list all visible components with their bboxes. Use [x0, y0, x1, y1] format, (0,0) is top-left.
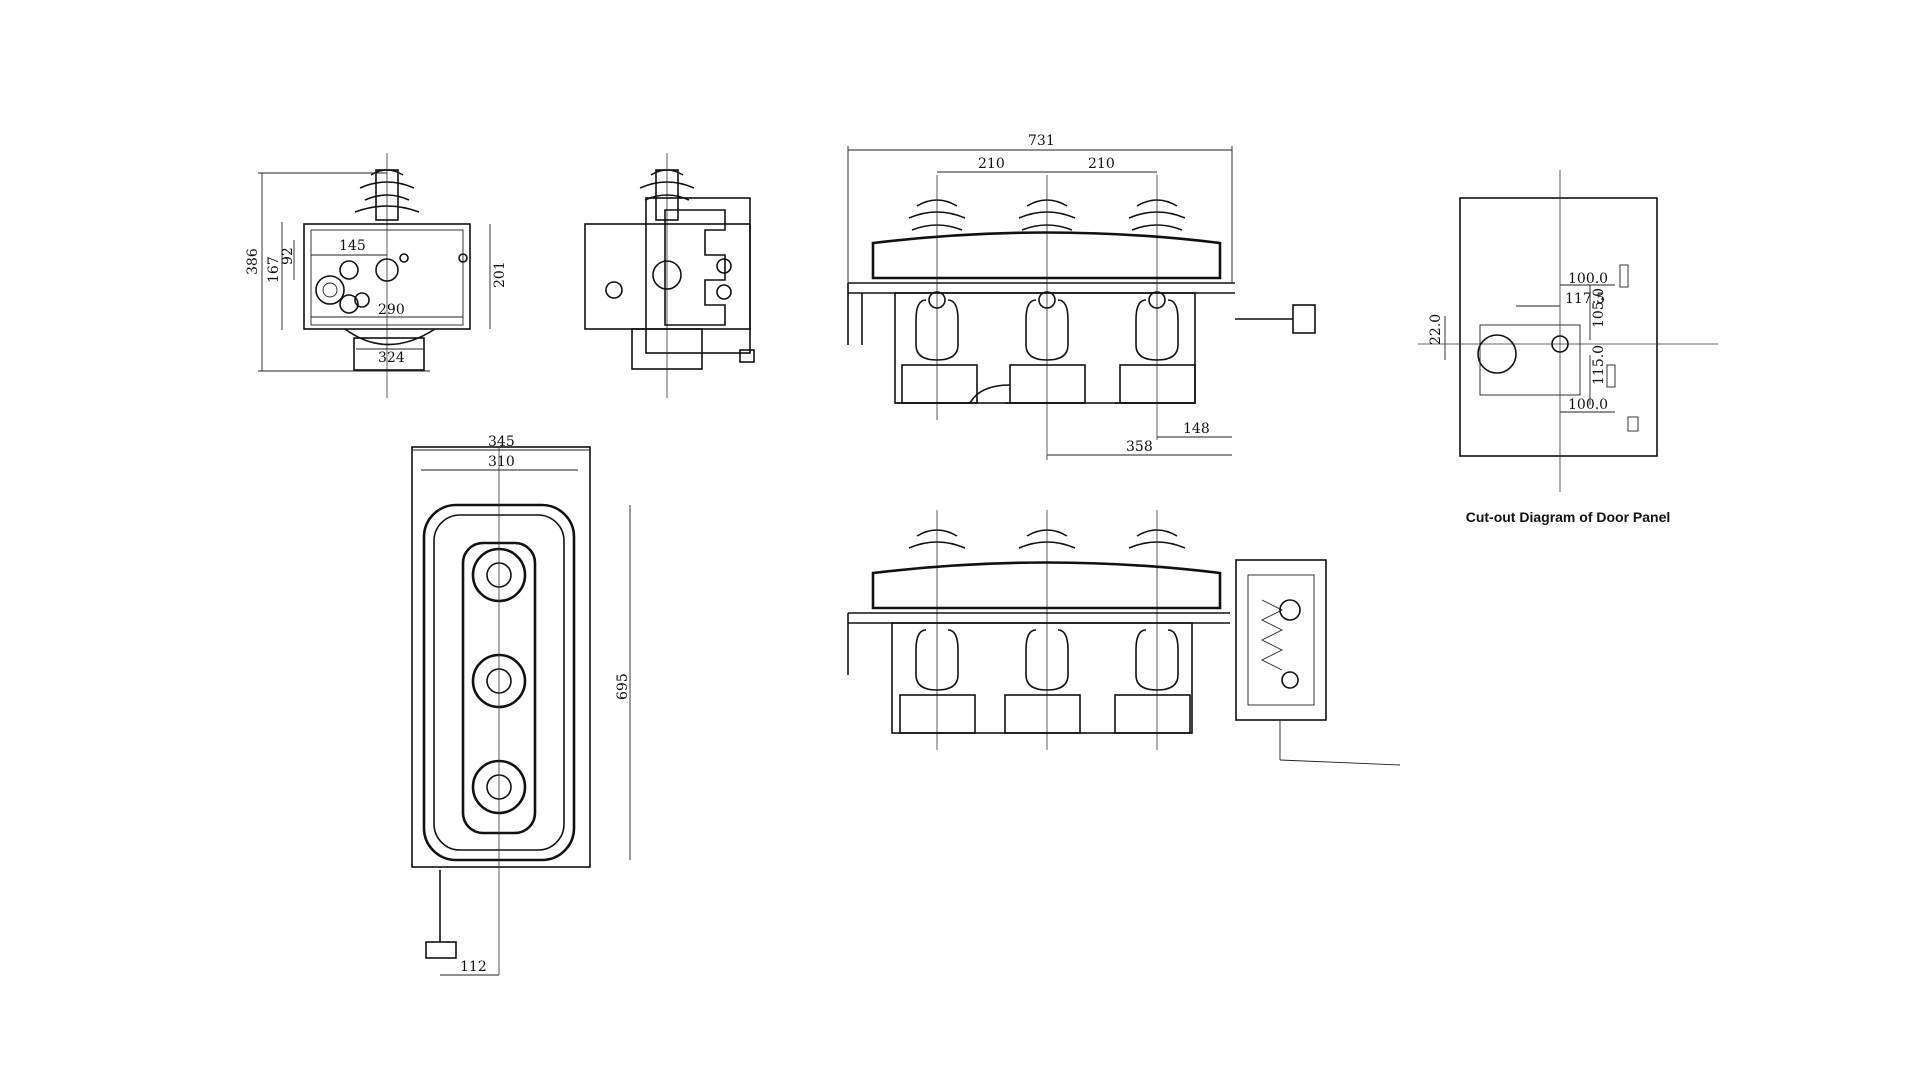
- dim-100-0-lower: 100.0: [1568, 397, 1608, 413]
- front-view: 386 167 92 145 290 324 201: [245, 153, 508, 398]
- dim-115-0: 115.0: [1591, 345, 1607, 385]
- dim-210-left: 210: [978, 156, 1005, 172]
- three-phase-view: 731 210 210 148 358: [847, 133, 1316, 460]
- dim-145: 145: [339, 238, 366, 254]
- dim-112: 112: [460, 959, 487, 975]
- dim-201: 201: [492, 261, 508, 288]
- dim-386: 386: [245, 248, 261, 275]
- dim-100-0-upper: 100.0: [1568, 271, 1608, 287]
- dim-148: 148: [1183, 421, 1210, 437]
- assembly-view: [847, 510, 1401, 766]
- dim-210-right: 210: [1088, 156, 1115, 172]
- dim-695: 695: [615, 673, 631, 700]
- dim-117-5: 117.5: [1565, 291, 1605, 307]
- door-panel-caption: Cut-out Diagram of Door Panel: [1465, 509, 1671, 525]
- dim-358: 358: [1126, 439, 1153, 455]
- dim-105-0: 105.0: [1591, 288, 1607, 328]
- dim-345: 345: [488, 434, 515, 450]
- door-panel-view: 117.5 100.0 105.0 115.0 100.0 22.0: [1418, 170, 1718, 492]
- dim-22-0: 22.0: [1428, 314, 1444, 345]
- dim-290: 290: [378, 302, 405, 318]
- dim-167: 167: [266, 256, 282, 283]
- dim-731: 731: [1028, 133, 1055, 149]
- top-view: 345 310 695 112: [411, 434, 631, 976]
- dim-92: 92: [280, 247, 296, 265]
- dim-324: 324: [378, 350, 405, 366]
- side-view: [584, 153, 755, 398]
- dim-310: 310: [488, 454, 515, 470]
